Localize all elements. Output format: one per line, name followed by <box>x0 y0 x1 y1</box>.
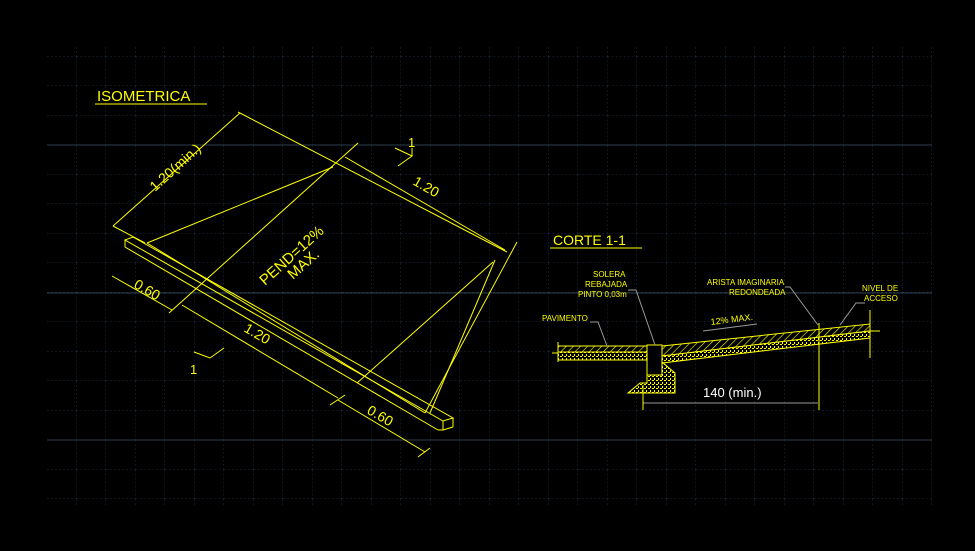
slab-edge <box>442 426 454 431</box>
ramp-line <box>424 241 518 414</box>
label-solera-2: REBAJADA <box>585 280 628 289</box>
section-dim-length: 140 (min.) <box>703 385 762 400</box>
isometric-title: ISOMETRICA <box>97 88 190 105</box>
curb-footing <box>626 360 676 394</box>
slope-marker-bottom <box>193 347 225 359</box>
dimension-line-bottom <box>181 304 339 399</box>
slope-arrow <box>702 323 758 332</box>
ramp-edge <box>146 242 426 414</box>
extension-line <box>237 111 508 253</box>
leader-solera <box>628 289 656 346</box>
section-title: CORTE 1-1 <box>553 232 626 248</box>
pavement-surface <box>557 345 648 353</box>
tick-mark <box>329 394 346 406</box>
ramp-line <box>356 261 494 384</box>
curb <box>646 344 663 376</box>
label-nivel-2: ACCESO <box>864 294 898 303</box>
dimension-line-right-side <box>337 399 426 453</box>
leader-nivel <box>839 302 865 326</box>
pavement-base <box>557 351 648 361</box>
slab-edge <box>124 246 439 431</box>
section-view: CORTE 1-1 12% MAX. 140 (min.) SOLERA REB… <box>542 232 898 410</box>
dimension-line-right <box>344 156 506 251</box>
label-solera-1: SOLERA <box>593 270 626 279</box>
drawing-grid <box>47 45 932 507</box>
extension-line <box>112 225 146 244</box>
label-nivel-1: NIVEL DE <box>862 284 898 293</box>
slope-marker-bottom-label: 1 <box>190 362 197 377</box>
dimension-line-width <box>112 112 241 227</box>
label-arista-2: REDONDEADA <box>729 288 786 297</box>
dimension-line-left <box>111 275 173 311</box>
ramp-line <box>429 259 496 414</box>
tick-mark <box>417 447 431 458</box>
slope-marker-top-label: 1 <box>408 135 415 150</box>
ramp-line <box>168 142 359 314</box>
ramp-line <box>146 166 334 244</box>
label-solera-3: PINTO 0,03m <box>578 290 627 299</box>
label-pavimento: PAVIMENTO <box>542 314 588 323</box>
leader-arista <box>785 286 819 326</box>
label-arista-1: ARISTA IMAGINARIA <box>707 278 785 287</box>
leader-pavimento <box>590 321 608 347</box>
